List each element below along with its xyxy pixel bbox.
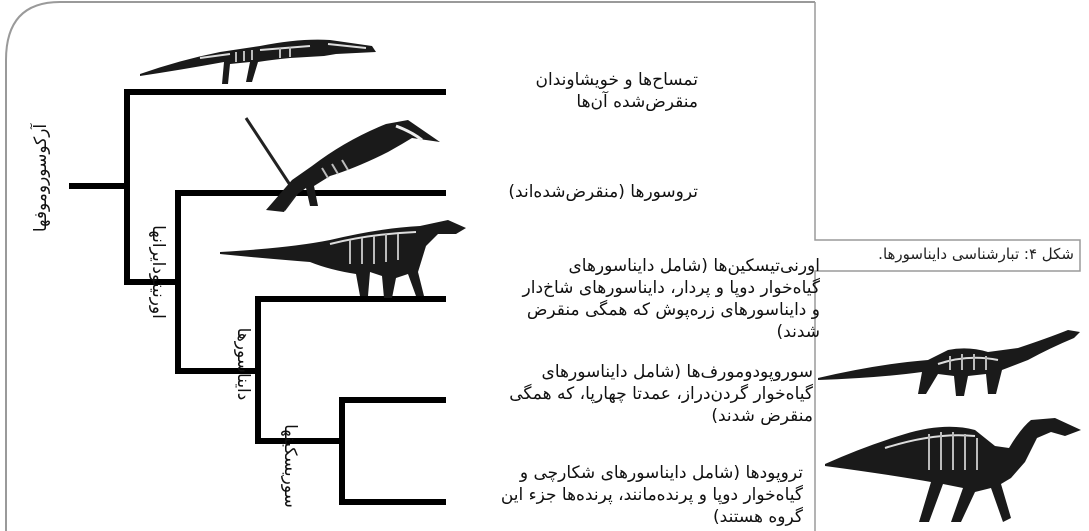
leaf-line: گروه هستند) <box>448 506 803 528</box>
leaf-line: منقرض شدند) <box>448 405 813 427</box>
leaf-label-pterosaurs: تروسورها (منقرض‌شده‌اند) <box>448 181 698 203</box>
leaf-label-sauropodomorphs: سوروپودومورف‌ها (شامل دایناسورهای گیاه‌خ… <box>448 361 813 427</box>
clade-label-dinosaurs: دایناسورها <box>233 309 253 419</box>
leaf-line: اورنی‌تیسکین‌ها (شامل دایناسورهای <box>448 255 820 277</box>
leaf-line: گیاه‌خوار گردن‌دراز، عمدتا چهارپا، که هم… <box>448 383 813 405</box>
ornithischian-skeleton-icon <box>220 212 470 302</box>
clade-label-saurischians: سوریسکینها <box>280 406 300 526</box>
leaf-line: تمساح‌ها و خویشاوندان <box>448 69 698 91</box>
leaf-line: منقرض‌شده آن‌ها <box>448 91 698 113</box>
leaf-label-theropods: تروپودها (شامل دایناسورهای شکارچی و گیاه… <box>448 462 803 528</box>
theropod-skeleton-icon <box>825 408 1085 526</box>
leaf-line: گیاه‌خوار دوپا و پردار، دایناسورهای شاخ‌… <box>448 277 820 299</box>
sauropodomorph-skeleton-icon <box>818 320 1083 400</box>
pterosaur-skeleton-icon <box>226 110 446 215</box>
crocodile-skeleton-icon <box>140 12 380 92</box>
clade-label-archosauromorphs: آرکوسوروموفها <box>31 103 51 253</box>
leaf-label-ornithischians: اورنی‌تیسکین‌ها (شامل دایناسورهای گیاه‌خ… <box>448 255 820 343</box>
leaf-label-crocodiles: تمساح‌ها و خویشاوندان منقرض‌شده آن‌ها <box>448 69 698 113</box>
leaf-line: گیاه‌خوار دوپا و پرنده‌مانند، پرنده‌ها ج… <box>448 484 803 506</box>
leaf-line: تروسورها (منقرض‌شده‌اند) <box>448 181 698 203</box>
figure-caption: شکل ۴: تبارشناسی دایناسورها. <box>844 245 1074 263</box>
leaf-line: شدند) <box>448 321 820 343</box>
clade-label-ornithodirans: اورنیتودایرانها <box>148 202 168 342</box>
leaf-line: سوروپودومورف‌ها (شامل دایناسورهای <box>448 361 813 383</box>
leaf-line: و دایناسورهای زره‌پوش که همگی منقرض <box>448 299 820 321</box>
leaf-line: تروپودها (شامل دایناسورهای شکارچی و <box>448 462 803 484</box>
